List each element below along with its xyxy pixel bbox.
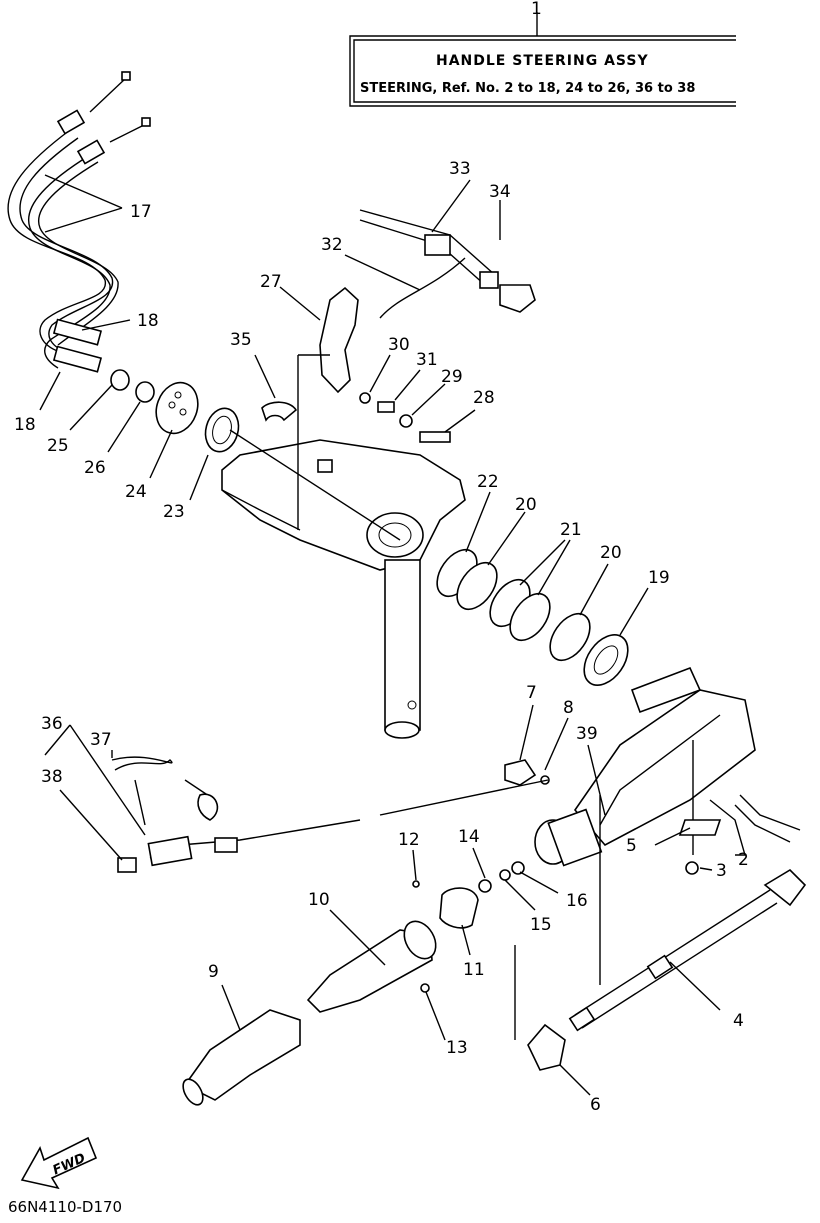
callout-34: 34	[489, 182, 511, 202]
callout-1: 1	[531, 0, 542, 19]
callout-20-lower: 20	[600, 543, 622, 563]
lever-hardware	[261, 392, 451, 443]
callout-labels: 2 3 4 5 6 7 8 9 10 11 12 13 14 15 16 17 …	[14, 159, 749, 1115]
assembly-title: HANDLE STEERING ASSY	[436, 53, 649, 69]
callout-28: 28	[473, 388, 495, 408]
callout-14: 14	[458, 827, 480, 847]
cable-bracket-parts	[110, 369, 199, 435]
callout-7: 7	[526, 683, 537, 703]
callout-26: 26	[84, 458, 106, 478]
callout-32: 32	[321, 235, 343, 255]
assembly-subtitle: STEERING, Ref. No. 2 to 18, 24 to 26, 36…	[360, 81, 695, 96]
tiller-housing	[534, 666, 756, 875]
callout-10: 10	[308, 890, 330, 910]
callout-11: 11	[463, 960, 485, 980]
stop-switch-assembly	[111, 756, 550, 873]
callout-3: 3	[716, 861, 727, 881]
fwd-arrow-icon: FWD	[20, 1136, 98, 1190]
callout-6: 6	[590, 1095, 601, 1115]
callout-20-upper: 20	[515, 495, 537, 515]
callout-35: 35	[230, 330, 252, 350]
callout-13: 13	[446, 1038, 468, 1058]
callout-15: 15	[530, 915, 552, 935]
callout-16: 16	[566, 891, 588, 911]
callout-23: 23	[163, 502, 185, 522]
title-box: 1 HANDLE STEERING ASSY STEERING, Ref. No…	[349, 0, 736, 107]
callout-39: 39	[576, 724, 598, 744]
callout-33: 33	[449, 159, 471, 179]
callout-12: 12	[398, 830, 420, 850]
washer-stack	[436, 549, 629, 686]
callout-22: 22	[477, 472, 499, 492]
callout-19: 19	[648, 568, 670, 588]
callout-31: 31	[416, 350, 438, 370]
seal-23	[204, 407, 401, 541]
callout-2: 2	[738, 850, 749, 870]
callout-5: 5	[626, 836, 637, 856]
callout-8: 8	[563, 698, 574, 718]
callout-18-upper: 18	[137, 311, 159, 331]
callout-4: 4	[733, 1011, 744, 1031]
bracket-6	[514, 795, 601, 1071]
throttle-cables	[7, 71, 151, 373]
diagram-code: 66N4110-D170	[8, 1198, 122, 1216]
callout-24: 24	[125, 482, 147, 502]
callout-29: 29	[441, 367, 463, 387]
callout-36: 36	[41, 714, 63, 734]
callout-37: 37	[90, 730, 112, 750]
callout-27: 27	[260, 272, 282, 292]
callout-9: 9	[208, 962, 219, 982]
callout-25: 25	[47, 436, 69, 456]
throttle-shaft	[568, 794, 807, 1032]
callout-18-lower: 18	[14, 415, 36, 435]
steering-bracket	[221, 439, 466, 739]
leader-lines	[39, 179, 746, 1096]
callout-30: 30	[388, 335, 410, 355]
callout-17: 17	[130, 202, 152, 222]
shift-rod	[359, 209, 536, 319]
callout-38: 38	[41, 767, 63, 787]
shift-lever	[297, 286, 359, 530]
throttle-grip-parts	[182, 861, 525, 1106]
callout-21: 21	[560, 520, 582, 540]
